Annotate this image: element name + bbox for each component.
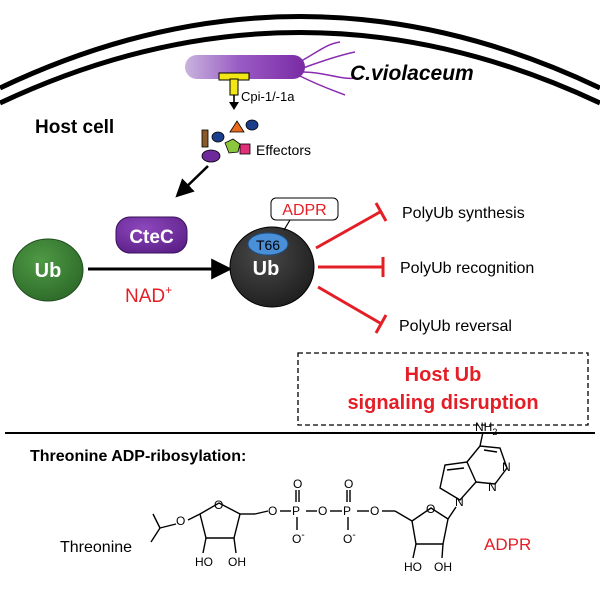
ub-substrate: Ub bbox=[12, 238, 84, 302]
bacterium bbox=[185, 41, 357, 110]
effectors-icon bbox=[201, 119, 259, 163]
svg-text:O-: O- bbox=[292, 530, 305, 546]
reaction-title: Threonine ADP-ribosylation: bbox=[30, 448, 246, 465]
secretion-system-label: Cpi-1/-1a bbox=[241, 89, 295, 104]
svg-text:O: O bbox=[344, 477, 353, 491]
outcome-polyub-reversal: PolyUb reversal bbox=[399, 318, 512, 335]
svg-text:P: P bbox=[292, 504, 300, 518]
outcome-polyub-recognition: PolyUb recognition bbox=[400, 260, 534, 277]
adpr-structure bbox=[150, 431, 508, 559]
svg-text:O: O bbox=[268, 504, 277, 518]
disruption-line1: Host Ub bbox=[405, 364, 482, 386]
effectors-label: Effectors bbox=[256, 142, 311, 158]
svg-text:O: O bbox=[426, 502, 435, 516]
svg-text:NH2: NH2 bbox=[475, 420, 497, 437]
disruption-line2: signaling disruption bbox=[347, 392, 538, 414]
svg-text:O: O bbox=[293, 477, 302, 491]
ctec-enzyme: CteC bbox=[115, 216, 188, 254]
adpr-tag bbox=[270, 197, 339, 221]
svg-text:OH: OH bbox=[228, 555, 246, 569]
svg-text:O: O bbox=[370, 504, 379, 518]
ub-modified-label: Ub bbox=[253, 258, 280, 280]
host-cell-membrane bbox=[0, 14, 600, 106]
svg-text:O-: O- bbox=[343, 530, 356, 546]
disruption-box bbox=[297, 352, 589, 426]
adpr-tag-label: ADPR bbox=[282, 202, 326, 219]
t66-label: T66 bbox=[256, 237, 280, 253]
bacterium-name: C.violaceum bbox=[350, 62, 474, 85]
ub-modified: Ub T66 ADPR bbox=[229, 197, 339, 308]
structure-atom-labels: O O O P O O- O P O O- O O N N N NH2 HO O… bbox=[176, 420, 511, 574]
ctec-label: CteC bbox=[129, 227, 174, 248]
svg-text:HO: HO bbox=[195, 555, 213, 569]
svg-text:N: N bbox=[502, 460, 511, 474]
outcome-polyub-synthesis: PolyUb synthesis bbox=[402, 205, 525, 222]
ub-substrate-label: Ub bbox=[35, 260, 62, 282]
svg-text:O: O bbox=[176, 514, 185, 528]
svg-text:O: O bbox=[318, 504, 327, 518]
host-cell-label: Host cell bbox=[35, 117, 114, 138]
svg-text:P: P bbox=[343, 504, 351, 518]
delivery-arrow bbox=[175, 165, 209, 198]
inhibition-lines bbox=[315, 202, 388, 334]
svg-text:N: N bbox=[455, 495, 464, 509]
svg-text:HO: HO bbox=[404, 560, 422, 574]
svg-text:N: N bbox=[488, 480, 497, 494]
threonine-label: Threonine bbox=[60, 539, 132, 556]
t66-site bbox=[247, 232, 289, 256]
adpr-structure-label: ADPR bbox=[484, 535, 531, 554]
svg-text:OH: OH bbox=[434, 560, 452, 574]
svg-text:O: O bbox=[214, 498, 223, 512]
nad-label: NAD+ bbox=[125, 283, 172, 307]
